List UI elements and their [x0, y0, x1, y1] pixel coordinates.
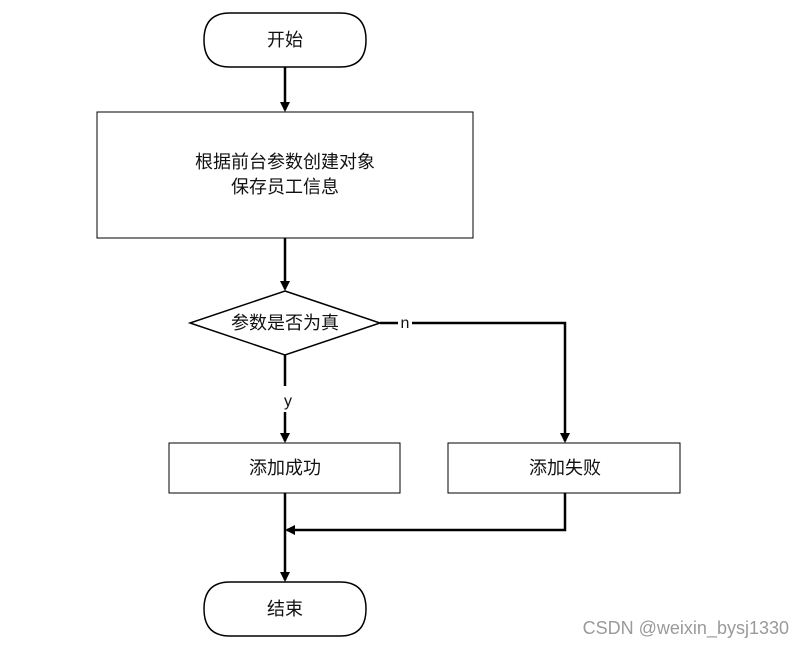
success-label: 添加成功	[249, 458, 321, 479]
process-label-line1: 根据前台参数创建对象	[195, 152, 375, 173]
end-node: 结束	[203, 581, 367, 637]
no-edge-label: n	[401, 315, 410, 332]
start-label: 开始	[267, 30, 303, 51]
decision-node: 参数是否为真	[187, 290, 383, 356]
start-node: 开始	[203, 12, 367, 68]
process-label-line2: 保存员工信息	[231, 177, 339, 198]
failure-node: 添加失败	[447, 442, 681, 494]
yes-edge-label: y	[284, 393, 292, 410]
arrow-failure-to-merge	[285, 493, 567, 535]
success-node: 添加成功	[168, 442, 401, 494]
decision-label: 参数是否为真	[231, 313, 339, 334]
watermark-text: CSDN @weixin_bysj1330	[583, 618, 789, 639]
end-label: 结束	[267, 599, 303, 620]
process-node: 根据前台参数创建对象 保存员工信息	[96, 111, 474, 239]
arrow-decision-to-failure	[380, 321, 570, 443]
failure-label: 添加失败	[529, 458, 601, 479]
